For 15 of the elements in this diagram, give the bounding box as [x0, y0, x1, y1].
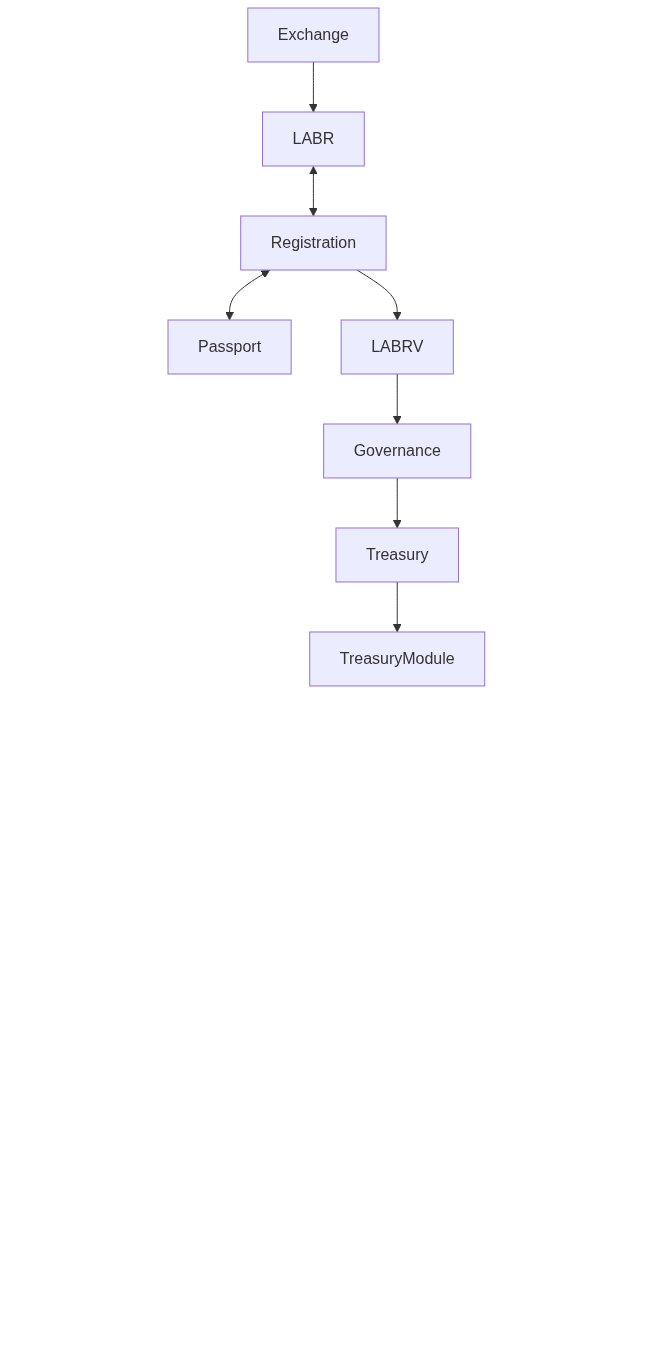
node-box: Exchange	[247, 7, 380, 63]
node-box: Passport	[167, 319, 292, 375]
arrow	[309, 61, 318, 113]
arrow	[392, 373, 402, 425]
arrow	[309, 166, 318, 217]
arrow	[392, 581, 402, 633]
node-box: LABRV	[340, 319, 454, 375]
node-box: Treasury	[335, 527, 460, 583]
node-box: Governance	[323, 423, 472, 479]
arrow	[392, 477, 402, 529]
arrow	[225, 269, 271, 321]
node-box: TreasuryModule	[309, 631, 486, 687]
node-box: Registration	[240, 215, 387, 271]
arrow	[356, 269, 402, 321]
node-box: LABR	[262, 111, 365, 167]
